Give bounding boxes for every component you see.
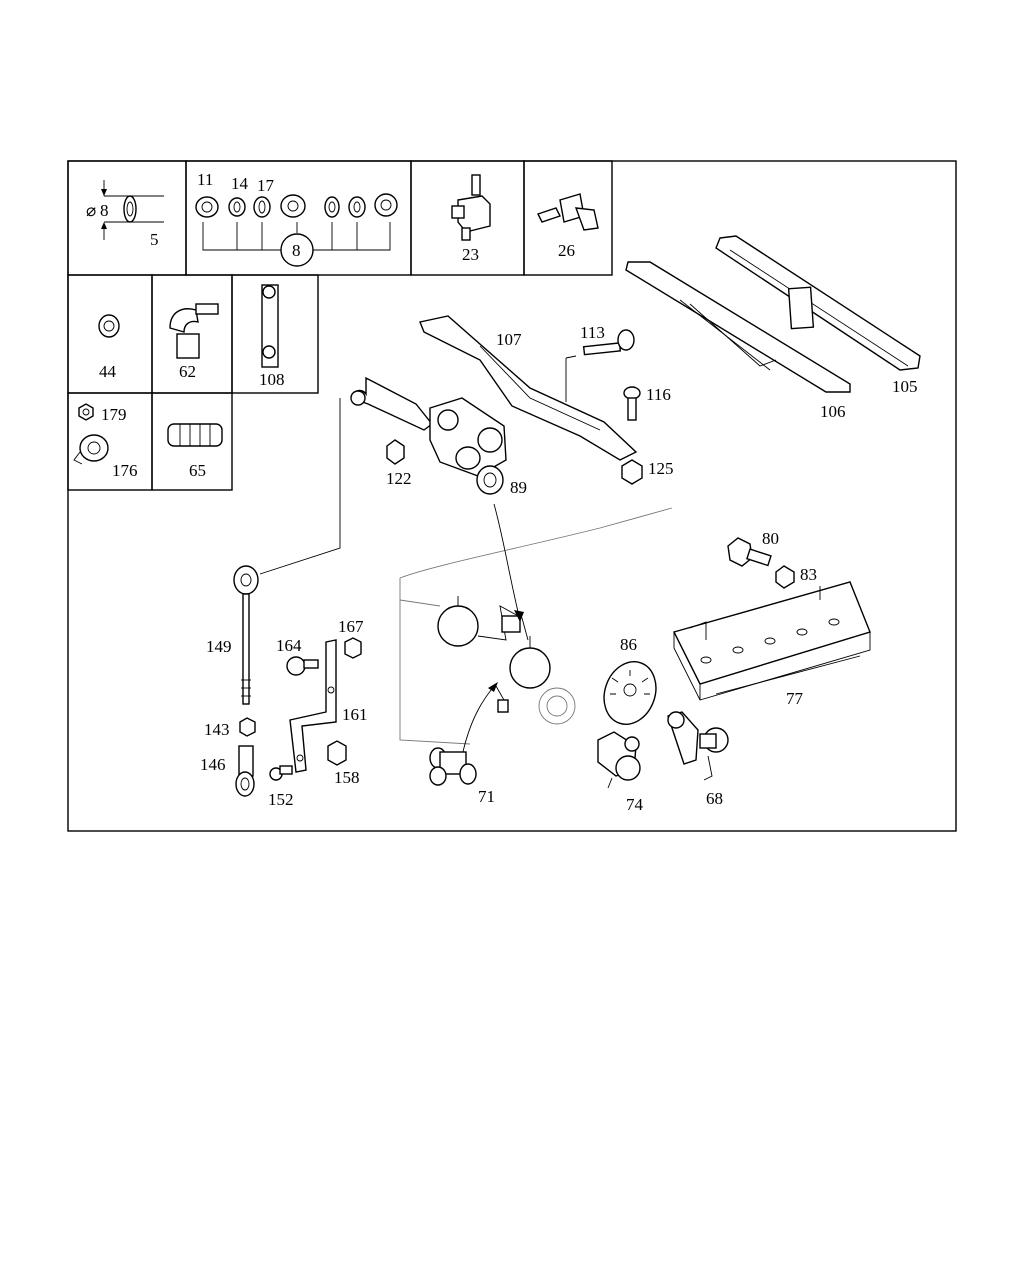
nut-143 xyxy=(239,717,256,737)
callout-77: 77 xyxy=(786,689,804,708)
bolt-113 xyxy=(582,329,635,356)
bolt-164 xyxy=(286,656,319,676)
callout-161: 161 xyxy=(342,705,368,724)
pointer-arrow-89 xyxy=(493,503,521,621)
nut-179 xyxy=(78,403,94,421)
callout-125: 125 xyxy=(648,459,674,478)
callout-89: 89 xyxy=(510,478,527,497)
bracket-108 xyxy=(261,284,279,368)
panel-connector-26 xyxy=(523,160,613,276)
callout-68: 68 xyxy=(706,789,723,808)
callout-44: 44 xyxy=(99,362,117,381)
angle-connector-26 xyxy=(537,193,599,231)
callout-107: 107 xyxy=(496,330,522,349)
bracket-161 xyxy=(289,639,337,773)
nut-158 xyxy=(327,740,347,766)
callout-74: 74 xyxy=(626,795,644,814)
callout-26: 26 xyxy=(558,241,575,260)
nut-167 xyxy=(344,637,362,659)
callout-17: 17 xyxy=(257,176,275,195)
mounting-bracket-107 xyxy=(419,315,638,461)
bolt-152 xyxy=(269,765,293,781)
valve-74 xyxy=(597,731,641,789)
callout-106: 106 xyxy=(820,402,846,421)
rod-end-146 xyxy=(235,745,255,797)
callout-14: 14 xyxy=(231,174,249,193)
callout-143: 143 xyxy=(204,720,230,739)
callout-65: 65 xyxy=(189,461,206,480)
coupling-65 xyxy=(167,423,223,447)
callout-149: 149 xyxy=(206,637,232,656)
air-bellows xyxy=(437,596,551,689)
nut-125 xyxy=(621,459,643,485)
cab-outline xyxy=(399,507,673,745)
callout-146: 146 xyxy=(200,755,226,774)
callout-5: 5 xyxy=(150,230,159,249)
callout-116: 116 xyxy=(646,385,671,404)
callout-8-group: 8 xyxy=(292,241,301,260)
pointer-arrow-71 xyxy=(461,683,497,757)
callout-152: 152 xyxy=(268,790,294,809)
tee-fitting-71 xyxy=(429,747,477,786)
callout-80: 80 xyxy=(762,529,779,548)
callout-122: 122 xyxy=(386,469,412,488)
panel-108 xyxy=(231,274,319,394)
callout-158: 158 xyxy=(334,768,360,787)
callout-113: 113 xyxy=(580,323,605,342)
callout-105: 105 xyxy=(892,377,918,396)
callout-8-dimension: 8 xyxy=(100,201,109,220)
callout-62: 62 xyxy=(179,362,196,381)
callout-71: 71 xyxy=(478,787,495,806)
linkage-leader xyxy=(259,398,341,575)
panel-65 xyxy=(151,392,233,491)
nut-122 xyxy=(386,439,405,465)
bolt-116 xyxy=(623,386,641,421)
callout-176: 176 xyxy=(112,461,138,480)
callout-167: 167 xyxy=(338,617,364,636)
callout-86: 86 xyxy=(620,635,637,654)
frame-rail-106 xyxy=(625,261,851,393)
clip-176 xyxy=(73,434,109,465)
tee-connector-23 xyxy=(451,174,491,241)
nut-83 xyxy=(775,565,795,589)
callout-179: 179 xyxy=(101,405,127,424)
callout-11: 11 xyxy=(197,170,213,189)
cover-disc-86 xyxy=(603,661,657,725)
callout-83: 83 xyxy=(800,565,817,584)
tube-part-5 xyxy=(101,180,164,240)
frame-rail-105 xyxy=(715,235,921,371)
bolt-80 xyxy=(727,537,772,567)
diameter-symbol: ⌀ xyxy=(86,201,96,220)
fitting-set-8 xyxy=(195,193,398,267)
callout-164: 164 xyxy=(276,636,302,655)
grommet-44 xyxy=(98,314,120,338)
valve-68 xyxy=(667,711,729,781)
callout-23: 23 xyxy=(462,245,479,264)
hose-connection xyxy=(495,685,509,713)
linkage-rod-149 xyxy=(233,565,259,705)
leveling-valve-89 xyxy=(350,376,507,495)
callout-108: 108 xyxy=(259,370,285,389)
elbow-fitting-62 xyxy=(169,303,219,359)
mounting-plate-77 xyxy=(672,581,871,701)
